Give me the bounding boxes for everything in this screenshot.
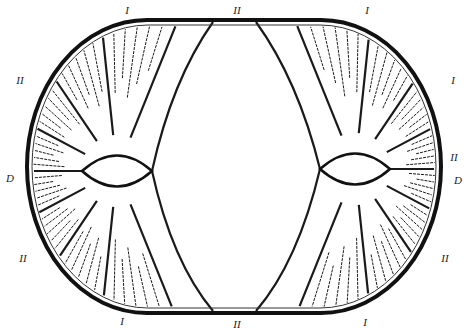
striation-line <box>407 143 433 152</box>
striation-line <box>34 170 81 172</box>
striation-line <box>411 193 431 202</box>
curve-line <box>152 171 213 311</box>
striation-line <box>312 252 329 306</box>
striation-line <box>78 244 90 278</box>
region-label: I <box>125 5 129 16</box>
striation-line <box>104 207 113 295</box>
striation-line <box>357 34 358 92</box>
region-label: I <box>363 317 367 328</box>
striation-line <box>45 209 68 227</box>
striation-line <box>323 27 336 83</box>
region-label: II <box>233 5 240 16</box>
region-label: II <box>233 319 240 330</box>
striation-rays <box>33 26 434 306</box>
striation-line <box>38 196 59 205</box>
striation-line <box>402 99 421 119</box>
striation-line <box>114 33 115 93</box>
striation-line <box>406 122 429 137</box>
region-label: D <box>6 173 14 184</box>
striation-line <box>409 173 435 175</box>
striation-line <box>416 149 434 153</box>
striation-line <box>39 188 85 212</box>
striation-line <box>381 241 393 274</box>
striation-line <box>359 40 369 134</box>
region-label: D <box>454 175 462 186</box>
striation-line <box>93 43 102 91</box>
valve-outline <box>27 20 441 313</box>
striation-line <box>387 129 430 152</box>
striation-line <box>128 248 136 306</box>
striation-line <box>35 150 54 155</box>
striation-line <box>37 188 67 198</box>
left-nodule <box>82 156 152 187</box>
central-curves <box>152 22 320 311</box>
striation-line <box>86 238 99 284</box>
striation-line <box>95 257 101 290</box>
striation-line <box>371 255 377 288</box>
curve-line <box>152 22 213 171</box>
striation-line <box>137 27 150 84</box>
striation-line <box>34 176 62 178</box>
striation-line <box>60 201 97 256</box>
striation-line <box>57 82 97 142</box>
striation-line <box>38 129 86 154</box>
striation-line <box>34 182 53 185</box>
striation-line <box>406 163 435 165</box>
valve-inner-outline <box>32 25 436 308</box>
striation-line <box>122 29 125 78</box>
region-label: II <box>16 75 23 86</box>
striation-line <box>411 156 434 160</box>
striation-line <box>297 26 341 135</box>
striation-line <box>347 258 350 303</box>
striation-line <box>122 259 125 304</box>
striation-line <box>103 38 113 136</box>
striation-line <box>42 114 60 128</box>
striation-line <box>359 205 368 293</box>
region-label: II <box>441 253 448 264</box>
region-label: I <box>451 75 455 86</box>
striation-line <box>62 73 77 100</box>
striation-line <box>84 50 99 106</box>
striation-line <box>69 66 89 109</box>
striation-line <box>357 238 358 299</box>
striation-line <box>410 183 432 189</box>
region-label: II <box>450 152 457 163</box>
striation-line <box>36 185 60 191</box>
striation-line <box>373 236 386 281</box>
curve-line <box>256 22 320 169</box>
striation-line <box>391 168 434 170</box>
striation-line <box>375 199 411 252</box>
striation-line <box>335 27 345 96</box>
right-nodule <box>320 154 390 185</box>
striation-line <box>127 27 137 97</box>
striation-line <box>33 164 64 167</box>
striation-line <box>131 26 176 137</box>
striation-line <box>324 266 333 307</box>
striation-line <box>138 266 147 306</box>
striation-line <box>387 186 429 209</box>
striation-line <box>375 84 413 140</box>
curve-line <box>256 169 320 311</box>
region-label: II <box>19 253 26 264</box>
striation-line <box>51 221 70 241</box>
striation-line <box>403 206 425 223</box>
striation-line <box>34 157 59 161</box>
striation-line <box>36 144 64 153</box>
striation-line <box>114 240 115 301</box>
striation-line <box>383 68 401 108</box>
striation-line <box>336 246 344 305</box>
striation-line <box>372 52 387 105</box>
striation-line <box>347 30 350 78</box>
striation-line <box>401 218 419 237</box>
region-label: I <box>365 5 369 16</box>
striation-line <box>48 98 68 120</box>
striation-line <box>394 76 408 101</box>
striation-line <box>40 121 65 137</box>
region-label: I <box>120 316 124 327</box>
striation-line <box>409 114 426 127</box>
striation-line <box>370 46 379 92</box>
striation-line <box>417 179 434 182</box>
